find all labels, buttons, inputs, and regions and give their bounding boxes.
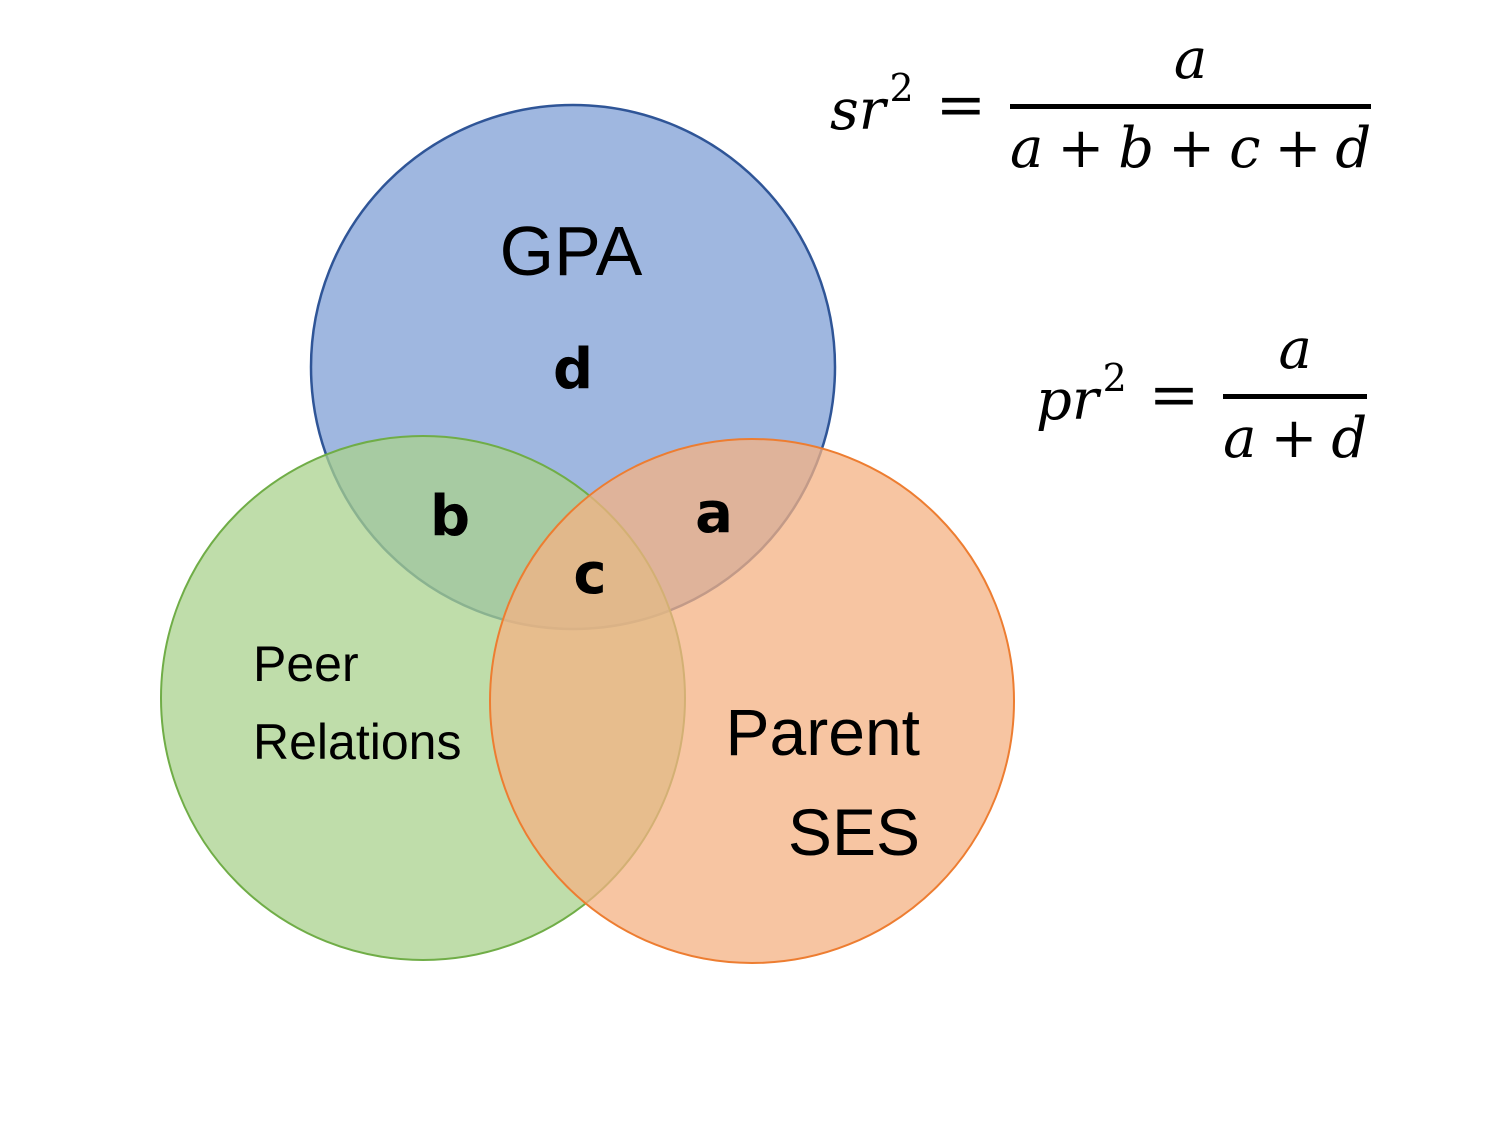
sr2-equals: = <box>935 69 986 140</box>
peer-relations-label-line1: Peer <box>253 636 359 692</box>
sr2-fraction-bar <box>1009 104 1372 109</box>
pr2-numerator: a <box>1278 317 1312 382</box>
parent-ses-label-line1: Parent <box>726 695 920 769</box>
peer-relations-label-line2: Relations <box>253 714 461 770</box>
den-term: b <box>1118 116 1155 181</box>
sr2-fraction: a a+b+c+d <box>1009 27 1372 181</box>
gpa-label: GPA <box>500 212 643 290</box>
den-term: d <box>1331 406 1368 471</box>
region-c-label: c <box>573 542 606 607</box>
den-op: + <box>1270 406 1318 471</box>
den-term: c <box>1229 116 1261 181</box>
sr2-numerator: a <box>1173 27 1208 92</box>
region-d-label: d <box>553 337 593 402</box>
pr2-fraction: a a+d <box>1223 317 1368 471</box>
pr2-fraction-bar <box>1223 394 1368 399</box>
parent-ses-label-line2: SES <box>788 795 920 869</box>
den-term: a <box>1009 116 1044 181</box>
den-op: + <box>1274 116 1322 181</box>
parent-ses-circle <box>489 438 1015 964</box>
sr2-denominator: a+b+c+d <box>1010 117 1371 181</box>
region-a-label: a <box>695 481 733 546</box>
den-term: a <box>1223 406 1257 471</box>
pr2-equals: = <box>1148 359 1200 430</box>
region-b-label: b <box>430 484 470 549</box>
pr2-base: pr <box>1036 368 1099 433</box>
den-term: d <box>1335 116 1372 181</box>
den-op: + <box>1168 116 1216 181</box>
pr2-exponent: 2 <box>1102 356 1127 400</box>
sr2-base: sr <box>830 78 886 143</box>
den-op: + <box>1057 116 1105 181</box>
pr2-denominator: a+d <box>1223 407 1367 471</box>
sr2-exponent: 2 <box>889 66 914 110</box>
